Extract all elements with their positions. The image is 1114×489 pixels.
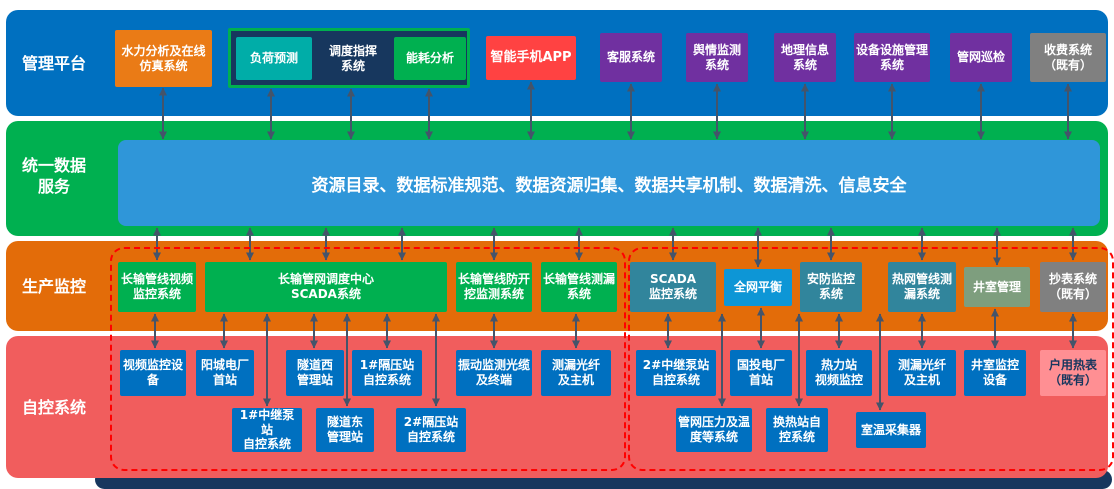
box-security-monitoring-system: 安防监控系统 xyxy=(800,262,862,312)
box-billing-system-existing: 收费系统 （既有） xyxy=(1030,33,1106,82)
box-vibration-monitoring-cable: 振动监测光缆 及终端 xyxy=(456,350,532,396)
box-heat-exchange-station-control: 换热站自控系统 xyxy=(766,408,828,452)
box-long-pipeline-dispatch-scada: 长输管网调度中心 SCADA系统 xyxy=(205,262,447,312)
box-tunnel-east-station: 隧道东 管理站 xyxy=(316,408,374,452)
box-leak-fiber-host-1: 测漏光纤 及主机 xyxy=(541,350,611,396)
box-well-chamber-monitoring-devices: 井室监控 设备 xyxy=(964,350,1026,396)
dispatch-command-group: 负荷预测 调度指挥 系统 能耗分析 xyxy=(228,28,470,88)
box-geographic-information-system: 地理信息系统 xyxy=(774,33,836,82)
long-pipeline-zone-outline xyxy=(110,247,626,471)
box-pipeline-inspection: 管网巡检 xyxy=(950,33,1012,82)
box-hydraulic-analysis-simulation: 水力分析及在线 仿真系统 xyxy=(115,30,212,87)
label-control-system: 自控系统 xyxy=(21,398,86,417)
box-customer-service-system: 客服系统 xyxy=(600,33,662,82)
box-pressure-isolation-station-1: 1#隔压站 自控系统 xyxy=(352,350,422,396)
heat-network-zone-outline xyxy=(628,247,1114,471)
box-household-heat-meter-existing: 户用热表 （既有） xyxy=(1040,350,1106,396)
box-long-pipeline-video-monitoring: 长输管线视频监控系统 xyxy=(118,262,196,312)
box-load-forecast: 负荷预测 xyxy=(236,37,312,80)
box-room-temperature-collector: 室温采集器 xyxy=(856,412,926,448)
box-well-chamber-management: 井室管理 xyxy=(964,267,1030,307)
box-long-pipeline-leak-detection: 长输管线测漏系统 xyxy=(541,262,617,312)
box-guotou-plant-station: 国投电厂 首站 xyxy=(730,350,792,396)
label-management-platform: 管理平台 xyxy=(21,54,86,73)
box-video-monitoring-devices: 视频监控设备 xyxy=(120,350,186,396)
box-network-wide-balance: 全网平衡 xyxy=(724,269,792,306)
label-unified-data-service: 统一数据 服务 xyxy=(21,156,86,196)
box-pressure-isolation-station-2: 2#隔压站 自控系统 xyxy=(396,408,466,452)
box-smartphone-app: 智能手机APP xyxy=(486,36,576,80)
box-heat-network-leak-detection: 热网管线测漏系统 xyxy=(888,262,956,312)
box-meter-reading-existing: 抄表系统 （既有） xyxy=(1040,262,1106,312)
box-pipe-pressure-temperature-system: 管网压力及温度等系统 xyxy=(676,408,752,452)
box-energy-analysis: 能耗分析 xyxy=(394,37,466,80)
box-scada-monitoring-system: SCADA 监控系统 xyxy=(630,262,716,312)
arrow-group xyxy=(151,81,1077,411)
label-production-monitoring: 生产监控 xyxy=(21,277,86,296)
box-yangcheng-plant-station: 阳城电厂首站 xyxy=(196,350,254,396)
label-dispatch-command-system: 调度指挥 系统 xyxy=(328,43,377,73)
box-anti-excavation-monitoring: 长输管线防开挖监测系统 xyxy=(456,262,532,312)
data-service-panel: 资源目录、数据标准规范、数据资源归集、数据共享机制、数据清洗、信息安全 xyxy=(118,140,1100,226)
box-relay-pump-station-1: 1#中继泵站 自控系统 xyxy=(232,408,302,452)
box-public-opinion-monitoring: 舆情监测系统 xyxy=(686,33,748,82)
box-equipment-facility-management: 设备设施管理系统 xyxy=(854,33,930,82)
box-heat-station-video-monitoring: 热力站 视频监控 xyxy=(806,350,872,396)
box-leak-fiber-host-2: 测漏光纤 及主机 xyxy=(888,350,956,396)
box-tunnel-west-station: 隧道西 管理站 xyxy=(286,350,344,396)
box-relay-pump-station-2: 2#中继泵站 自控系统 xyxy=(636,350,716,396)
